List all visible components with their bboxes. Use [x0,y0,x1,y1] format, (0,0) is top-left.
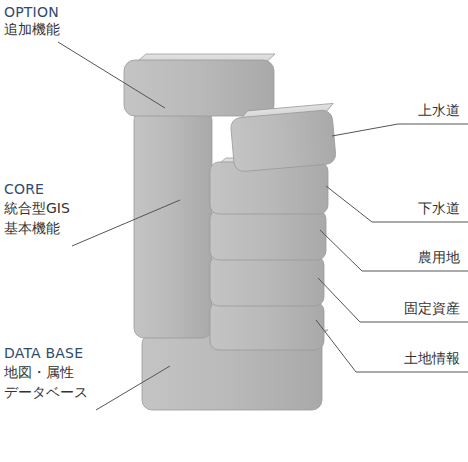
leader-line [96,366,170,410]
tilted-block [230,103,339,172]
blocks [124,54,338,410]
callout-label: 追加機能 [4,20,60,40]
stack-block [210,256,324,306]
option-block [124,60,274,116]
callout-label: 土地情報 [404,349,460,369]
section-heading: CORE [4,180,44,200]
stack-block [230,110,336,173]
leader-line [332,124,468,136]
leader-line [320,230,468,271]
stack-block [210,162,328,214]
leader-line [318,278,468,322]
core-block [134,110,212,338]
section-heading: OPTION [4,3,59,23]
leader-lines [58,42,468,410]
callout-label: 下水道 [418,199,460,219]
stack-block [210,210,326,260]
leader-line [72,200,180,246]
stack-block [210,302,324,350]
leader-line [58,42,165,108]
callout-label: 上水道 [418,101,460,121]
callout-label: 地図・属性 データベース [4,363,104,402]
callout-label: 固定資産 [404,299,460,319]
section-heading: DATA BASE [4,344,83,364]
callout-label: 農用地 [418,248,460,268]
callout-label: 統合型GIS 基本機能 [4,199,104,238]
leader-line [316,320,468,372]
leader-line [326,186,468,222]
